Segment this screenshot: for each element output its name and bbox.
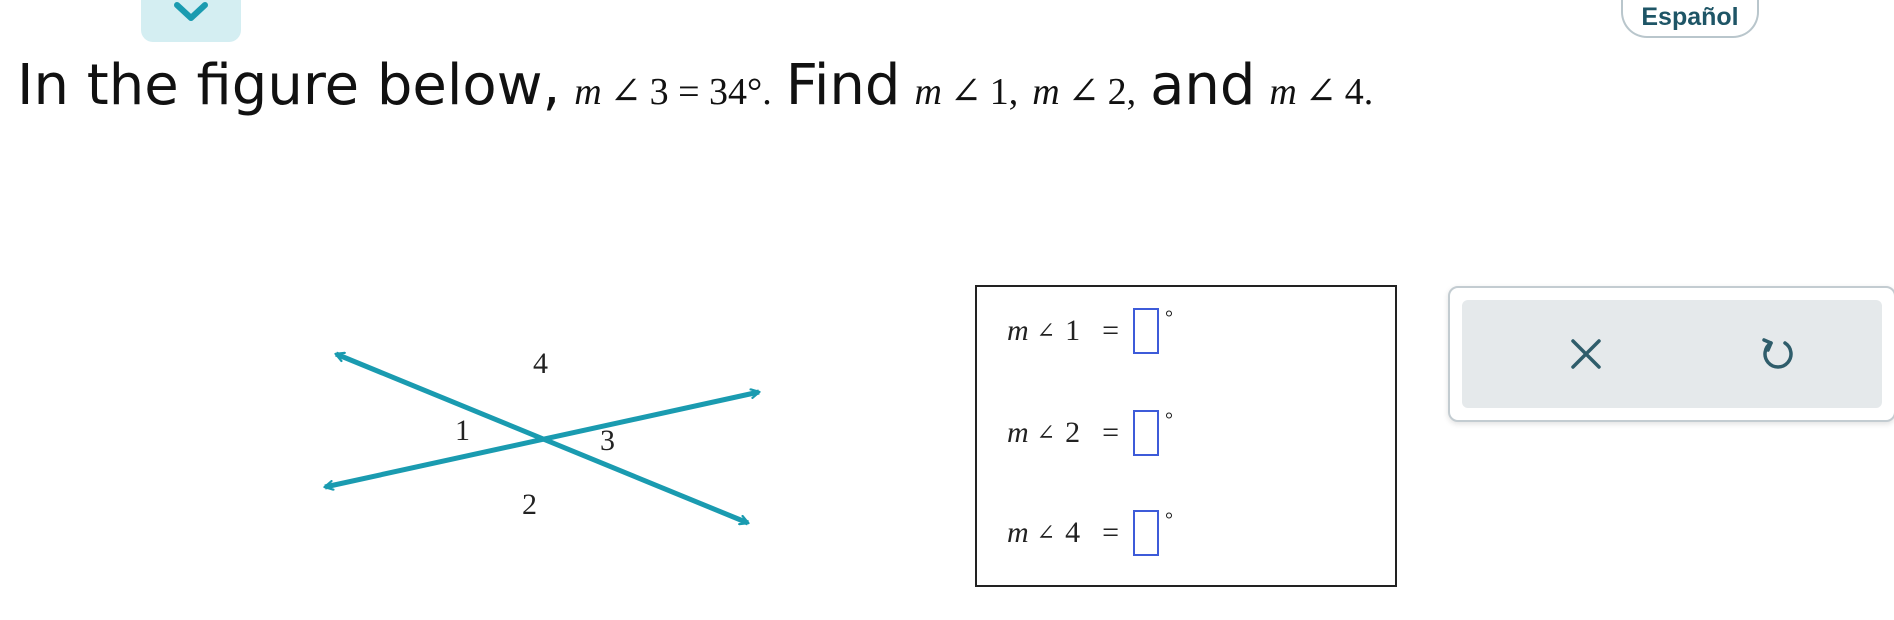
- collapse-toggle-button[interactable]: [141, 0, 241, 42]
- line-ascending: [323, 388, 761, 491]
- angle-4-input[interactable]: [1133, 510, 1160, 556]
- angle-label-3: 3: [600, 424, 615, 457]
- undo-icon: [1762, 338, 1793, 369]
- question-and-text: and: [1150, 53, 1256, 118]
- find-angle-1: m∠1,: [914, 71, 1019, 113]
- answer-row-angle-2: m ∠ 2 = °: [1007, 407, 1173, 459]
- answer-tools-panel: [1448, 286, 1894, 422]
- question-prompt: In the figure below, m∠3 = 34°. Find m∠1…: [17, 48, 1373, 124]
- find-angle-4: m∠4.: [1269, 71, 1374, 113]
- answer-box: m ∠ 1 = ° m ∠ 2 = ° m ∠ 4 = °: [975, 285, 1397, 587]
- figure-canvas: [323, 351, 761, 526]
- chevron-down-icon: [174, 2, 208, 21]
- language-toggle-button[interactable]: Español: [1621, 0, 1759, 38]
- angle-2-input[interactable]: [1133, 410, 1160, 456]
- question-find-text: Find: [785, 53, 901, 118]
- angle-label-1: 1: [455, 414, 470, 447]
- answer-row-angle-4: m ∠ 4 = °: [1007, 507, 1173, 559]
- clear-button[interactable]: [1556, 324, 1616, 384]
- angle-label-2: 2: [522, 488, 537, 521]
- find-angle-2: m∠2,: [1032, 71, 1137, 113]
- question-intro-text: In the figure below,: [17, 53, 561, 118]
- answer-tools-bar: [1462, 300, 1882, 408]
- angle-label-4: 4: [533, 347, 548, 380]
- angle-1-input[interactable]: [1133, 308, 1160, 354]
- given-measure: m∠3 = 34°.: [574, 71, 772, 113]
- intersecting-lines-figure: 4 1 3 2: [300, 330, 780, 550]
- undo-button[interactable]: [1748, 324, 1808, 384]
- answer-row-angle-1: m ∠ 1 = °: [1007, 305, 1173, 357]
- close-icon: [1571, 339, 1601, 369]
